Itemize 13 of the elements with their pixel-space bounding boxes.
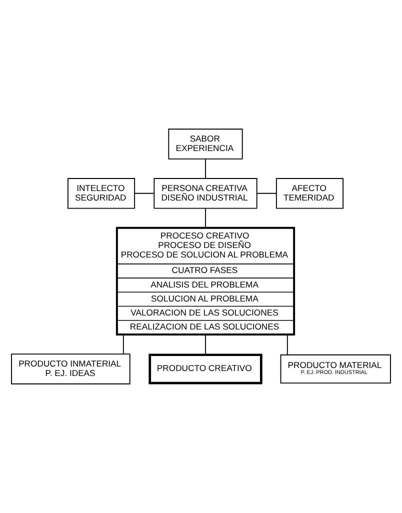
node-box: PRODUCTO CREATIVO — [148, 354, 262, 384]
connector — [134, 192, 154, 194]
connector — [286, 334, 288, 356]
node-box: PERSONA CREATIVA DISEÑO INDUSTRIAL — [154, 178, 258, 209]
connector — [205, 208, 206, 228]
node-box: SABOR EXPERIENCIA — [168, 128, 243, 160]
connector — [205, 158, 206, 179]
connector — [205, 334, 206, 356]
node-box: AFECTO TEMERIDAD — [276, 178, 344, 209]
node-box: INTELECTO SEGURIDAD — [67, 178, 136, 209]
connector — [122, 334, 124, 354]
connector — [256, 192, 277, 194]
node-box: PRODUCTO INMATERIAL P. EJ. IDEAS — [11, 354, 130, 384]
